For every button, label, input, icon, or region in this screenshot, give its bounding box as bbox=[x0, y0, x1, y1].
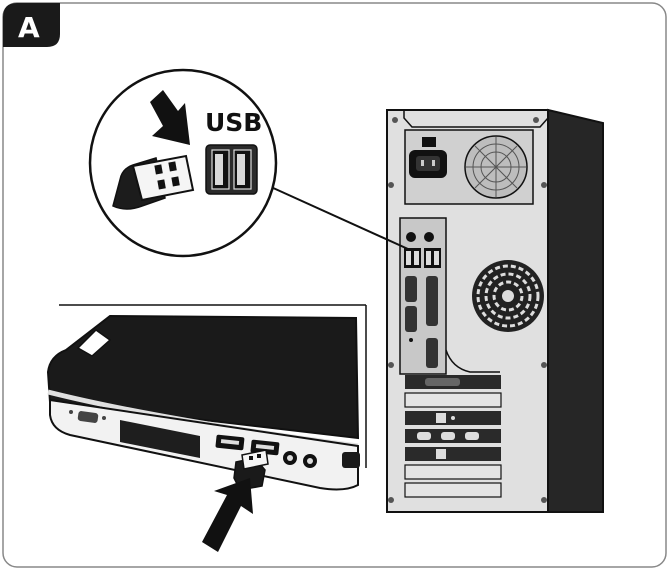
arrow-up-right-icon bbox=[202, 478, 253, 552]
arrow-down-right-icon bbox=[150, 90, 190, 145]
power-switch bbox=[422, 137, 436, 147]
usb-receiver-icon bbox=[112, 154, 195, 210]
desktop-tower bbox=[386, 108, 604, 513]
laptop-vent bbox=[120, 420, 200, 458]
io-panel bbox=[399, 217, 447, 375]
step-label: A bbox=[18, 11, 40, 44]
case-fan-grille bbox=[472, 260, 544, 332]
power-supply bbox=[404, 129, 534, 205]
usb-label: USB bbox=[205, 108, 262, 137]
usb-callout: USB bbox=[88, 68, 409, 258]
rear-usb-ports bbox=[404, 248, 441, 268]
expansion-slots bbox=[404, 349, 502, 498]
psu-fan bbox=[464, 135, 528, 199]
callout-leader-line bbox=[270, 186, 409, 250]
usb-port-pair bbox=[205, 144, 258, 195]
step-badge: A bbox=[3, 3, 60, 47]
